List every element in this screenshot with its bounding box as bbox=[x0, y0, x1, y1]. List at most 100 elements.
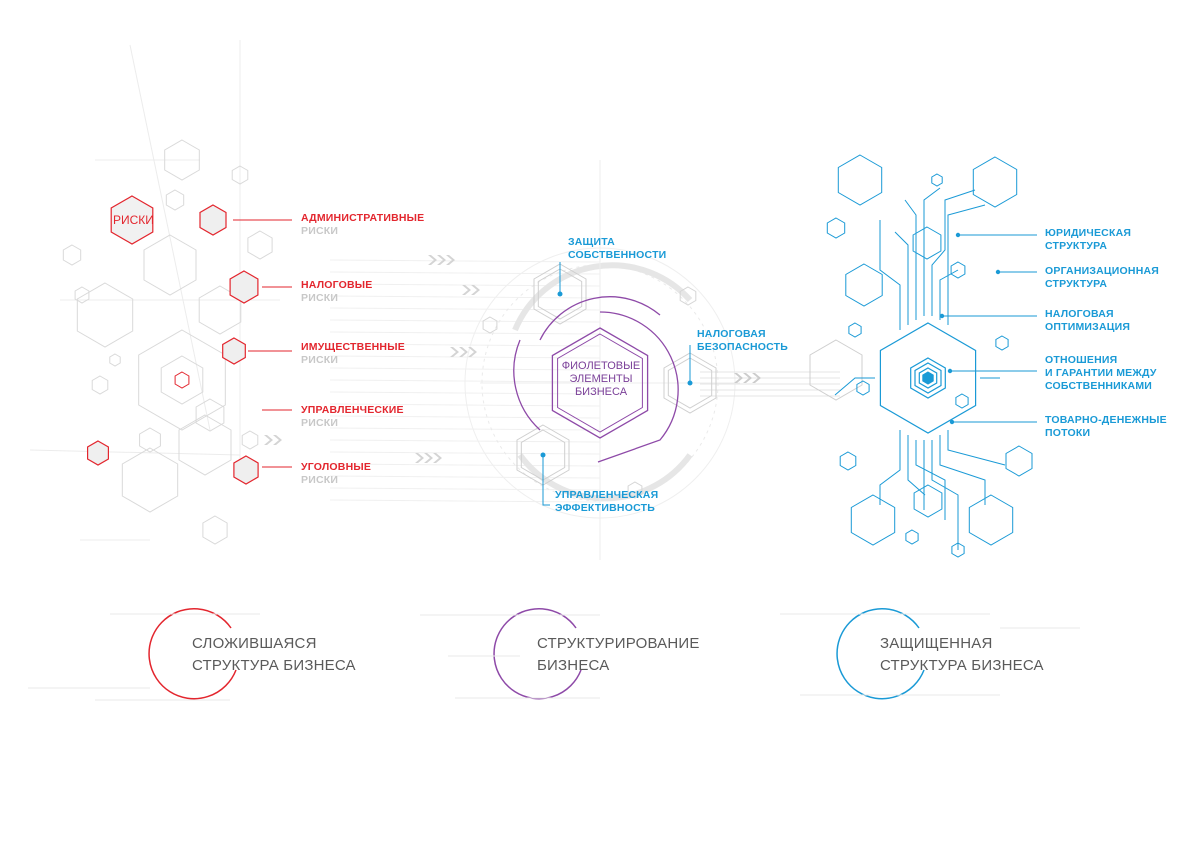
blue-dot bbox=[687, 380, 693, 386]
gray-hexagon bbox=[74, 286, 90, 304]
caption-arcs bbox=[28, 607, 1080, 701]
circuit-trace bbox=[907, 435, 926, 496]
circuit-trace bbox=[931, 189, 976, 316]
middle-circuit bbox=[464, 160, 863, 560]
circuit-trace bbox=[879, 220, 901, 330]
center-line: ЭЛЕМЕНТЫ bbox=[569, 373, 633, 385]
flow-chevron bbox=[752, 373, 761, 383]
caption-line: ЗАЩИЩЕННАЯ bbox=[880, 635, 993, 652]
label-line: ТОВАРНО-ДЕНЕЖНЫЕ bbox=[1045, 414, 1167, 426]
gray-hexagon bbox=[195, 398, 225, 432]
blue-hexagon bbox=[839, 451, 857, 471]
blue-hexagon bbox=[1005, 445, 1033, 477]
flow-chevron bbox=[459, 347, 468, 357]
background-line bbox=[329, 259, 601, 263]
blue-hexagon bbox=[856, 380, 870, 396]
risk-subtitle: РИСКИ bbox=[301, 225, 339, 237]
left-hex-network bbox=[29, 40, 601, 545]
caption-line: СЛОЖИВШАЯСЯ bbox=[192, 635, 317, 652]
flow-chevron bbox=[468, 347, 477, 357]
risk-title: УПРАВЛЕНЧЕСКИЕ bbox=[301, 404, 404, 416]
label-line: СОБСТВЕННИКАМИ bbox=[1045, 380, 1153, 392]
flow-chevron bbox=[450, 347, 459, 357]
blue-hexagon bbox=[845, 263, 883, 307]
core-hexagon bbox=[918, 367, 938, 389]
label-line: НАЛОГОВАЯ bbox=[697, 328, 766, 340]
gray-arc bbox=[517, 453, 693, 502]
blue-hexagon bbox=[951, 542, 965, 558]
gray-hexagon bbox=[138, 329, 226, 431]
blue-dot bbox=[557, 291, 563, 297]
label-line: И ГАРАНТИИ МЕЖДУ bbox=[1045, 367, 1157, 379]
gray-hexagon bbox=[231, 165, 249, 185]
circuit-trace bbox=[931, 440, 959, 550]
purple-arc bbox=[597, 311, 679, 463]
label-line: ОПТИМИЗАЦИЯ bbox=[1045, 321, 1131, 333]
label-line: СОБСТВЕННОСТИ bbox=[568, 249, 667, 261]
circuit-trace bbox=[939, 269, 959, 320]
background-line bbox=[329, 295, 601, 299]
flow-chevron bbox=[433, 453, 442, 463]
flow-chevron bbox=[437, 255, 446, 265]
gray-hexagon bbox=[679, 286, 697, 306]
risk-hexagon bbox=[86, 440, 110, 466]
flow-chevron bbox=[471, 285, 480, 295]
risks-hexagon bbox=[110, 195, 154, 245]
gray-hexagon bbox=[139, 427, 161, 453]
blue-hexagon bbox=[950, 261, 966, 279]
flow-chevron bbox=[424, 453, 433, 463]
main-hexagon bbox=[879, 322, 977, 434]
purple-elements-label: ФИОЛЕТОВЫЕ ЭЛЕМЕНТЫ БИЗНЕСА bbox=[556, 360, 646, 399]
caption-arc bbox=[493, 607, 582, 700]
circuit-trace bbox=[904, 199, 917, 320]
gray-hexagon bbox=[121, 447, 179, 513]
background-line bbox=[329, 451, 601, 455]
background-line bbox=[329, 487, 601, 491]
label-line: ЮРИДИЧЕСКАЯ bbox=[1045, 227, 1132, 239]
blue-hexagon bbox=[905, 529, 919, 545]
risk-title: НАЛОГОВЫЕ bbox=[301, 279, 373, 291]
gray-hexagon bbox=[202, 515, 228, 545]
blue-hexagon bbox=[826, 217, 846, 239]
blue-hexagon bbox=[995, 335, 1009, 351]
blue-hexagon bbox=[972, 156, 1018, 208]
blue-dot bbox=[995, 269, 1001, 275]
purple-arc bbox=[539, 296, 661, 341]
purple-arc bbox=[513, 339, 541, 431]
background-line bbox=[329, 415, 601, 419]
circuit-trace bbox=[947, 204, 986, 325]
gray-hexagon bbox=[667, 357, 713, 409]
background-line bbox=[329, 307, 601, 311]
circuit-trace bbox=[894, 231, 909, 325]
gray-hexagon bbox=[165, 189, 185, 211]
label-line: ОТНОШЕНИЯ bbox=[1045, 354, 1118, 366]
caption-structuring: СТРУКТУРИРОВАНИЕ БИЗНЕСА bbox=[537, 633, 700, 677]
background-line bbox=[329, 355, 601, 359]
blue-hexagon bbox=[955, 393, 969, 409]
background-line bbox=[329, 463, 601, 467]
background-line bbox=[329, 271, 601, 275]
circuit-trace bbox=[915, 440, 946, 520]
gray-hexagon bbox=[533, 263, 587, 325]
label-line: УПРАВЛЕНЧЕСКАЯ bbox=[555, 489, 659, 501]
label-line: СТРУКТУРА bbox=[1045, 240, 1108, 252]
right-circuit-tree bbox=[826, 154, 1037, 558]
label-cash-flows: ТОВАРНО-ДЕНЕЖНЫЕ ПОТОКИ bbox=[1045, 414, 1167, 440]
flow-chevron bbox=[734, 373, 743, 383]
flow-chevron bbox=[462, 285, 471, 295]
risk-hexagon bbox=[199, 204, 227, 236]
blue-dot bbox=[949, 419, 955, 425]
caption-protected-structure: ЗАЩИЩЕННАЯ СТРУКТУРА БИЗНЕСА bbox=[880, 633, 1044, 677]
background-line bbox=[329, 343, 601, 347]
risk-subtitle: РИСКИ bbox=[301, 292, 339, 304]
purple-hexagon-inner bbox=[557, 333, 643, 433]
background-line bbox=[329, 367, 601, 371]
circuit-trace bbox=[947, 430, 1006, 466]
label-legal-structure: ЮРИДИЧЕСКАЯ СТРУКТУРА bbox=[1045, 227, 1131, 253]
circuit-trace bbox=[879, 430, 901, 505]
risk-hexagon bbox=[233, 455, 259, 485]
label-leader bbox=[542, 455, 550, 506]
blue-hexagon bbox=[968, 494, 1014, 546]
flow-chevron bbox=[446, 255, 455, 265]
caption-line: СТРУКТУРИРОВАНИЕ bbox=[537, 635, 700, 652]
